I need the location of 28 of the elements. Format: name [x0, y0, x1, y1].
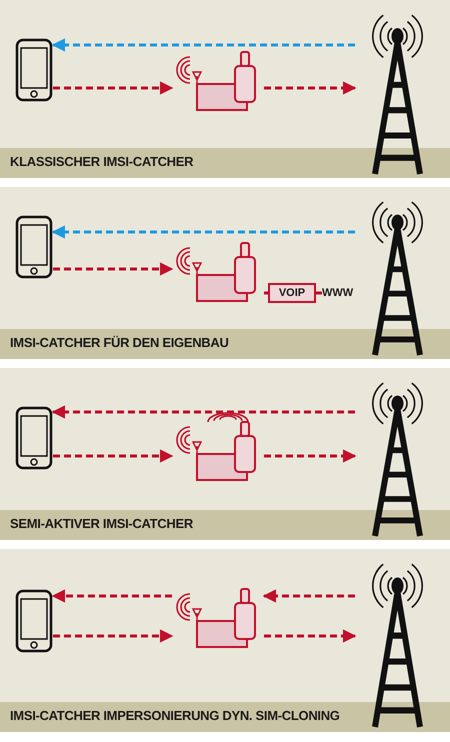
- smartphone-drawing: [15, 38, 53, 102]
- arrow: [262, 589, 355, 603]
- text-label: WWW: [322, 283, 352, 303]
- smartphone-drawing: [15, 406, 53, 470]
- arrow: [264, 81, 356, 95]
- arrow: [264, 629, 356, 643]
- panel: [0, 187, 450, 359]
- panel: [0, 368, 450, 540]
- connector-line: [264, 292, 268, 294]
- panel: [0, 0, 450, 178]
- label-box: VOIP: [268, 283, 316, 303]
- arrow: [52, 589, 172, 603]
- arrow: [53, 81, 174, 95]
- arrow: [53, 449, 174, 463]
- arrow: [52, 405, 355, 419]
- arrow: [52, 225, 355, 239]
- section-title: KLASSISCHER IMSI-CATCHER: [10, 154, 194, 169]
- panel: [0, 549, 450, 732]
- arrow: [53, 629, 174, 643]
- arrow: [53, 262, 174, 276]
- section-title: IMSI-CATCHER IMPERSONIERUNG DYN. SIM-CLONING: [10, 708, 340, 723]
- smartphone-drawing: [15, 215, 53, 279]
- arrow: [264, 449, 356, 463]
- connector-line: [316, 292, 322, 294]
- section-title: IMSI-CATCHER FÜR DEN EIGENBAU: [10, 335, 229, 350]
- section-title: SEMI-AKTIVER IMSI-CATCHER: [10, 516, 193, 531]
- arrow: [52, 38, 355, 52]
- smartphone-drawing: [15, 589, 53, 653]
